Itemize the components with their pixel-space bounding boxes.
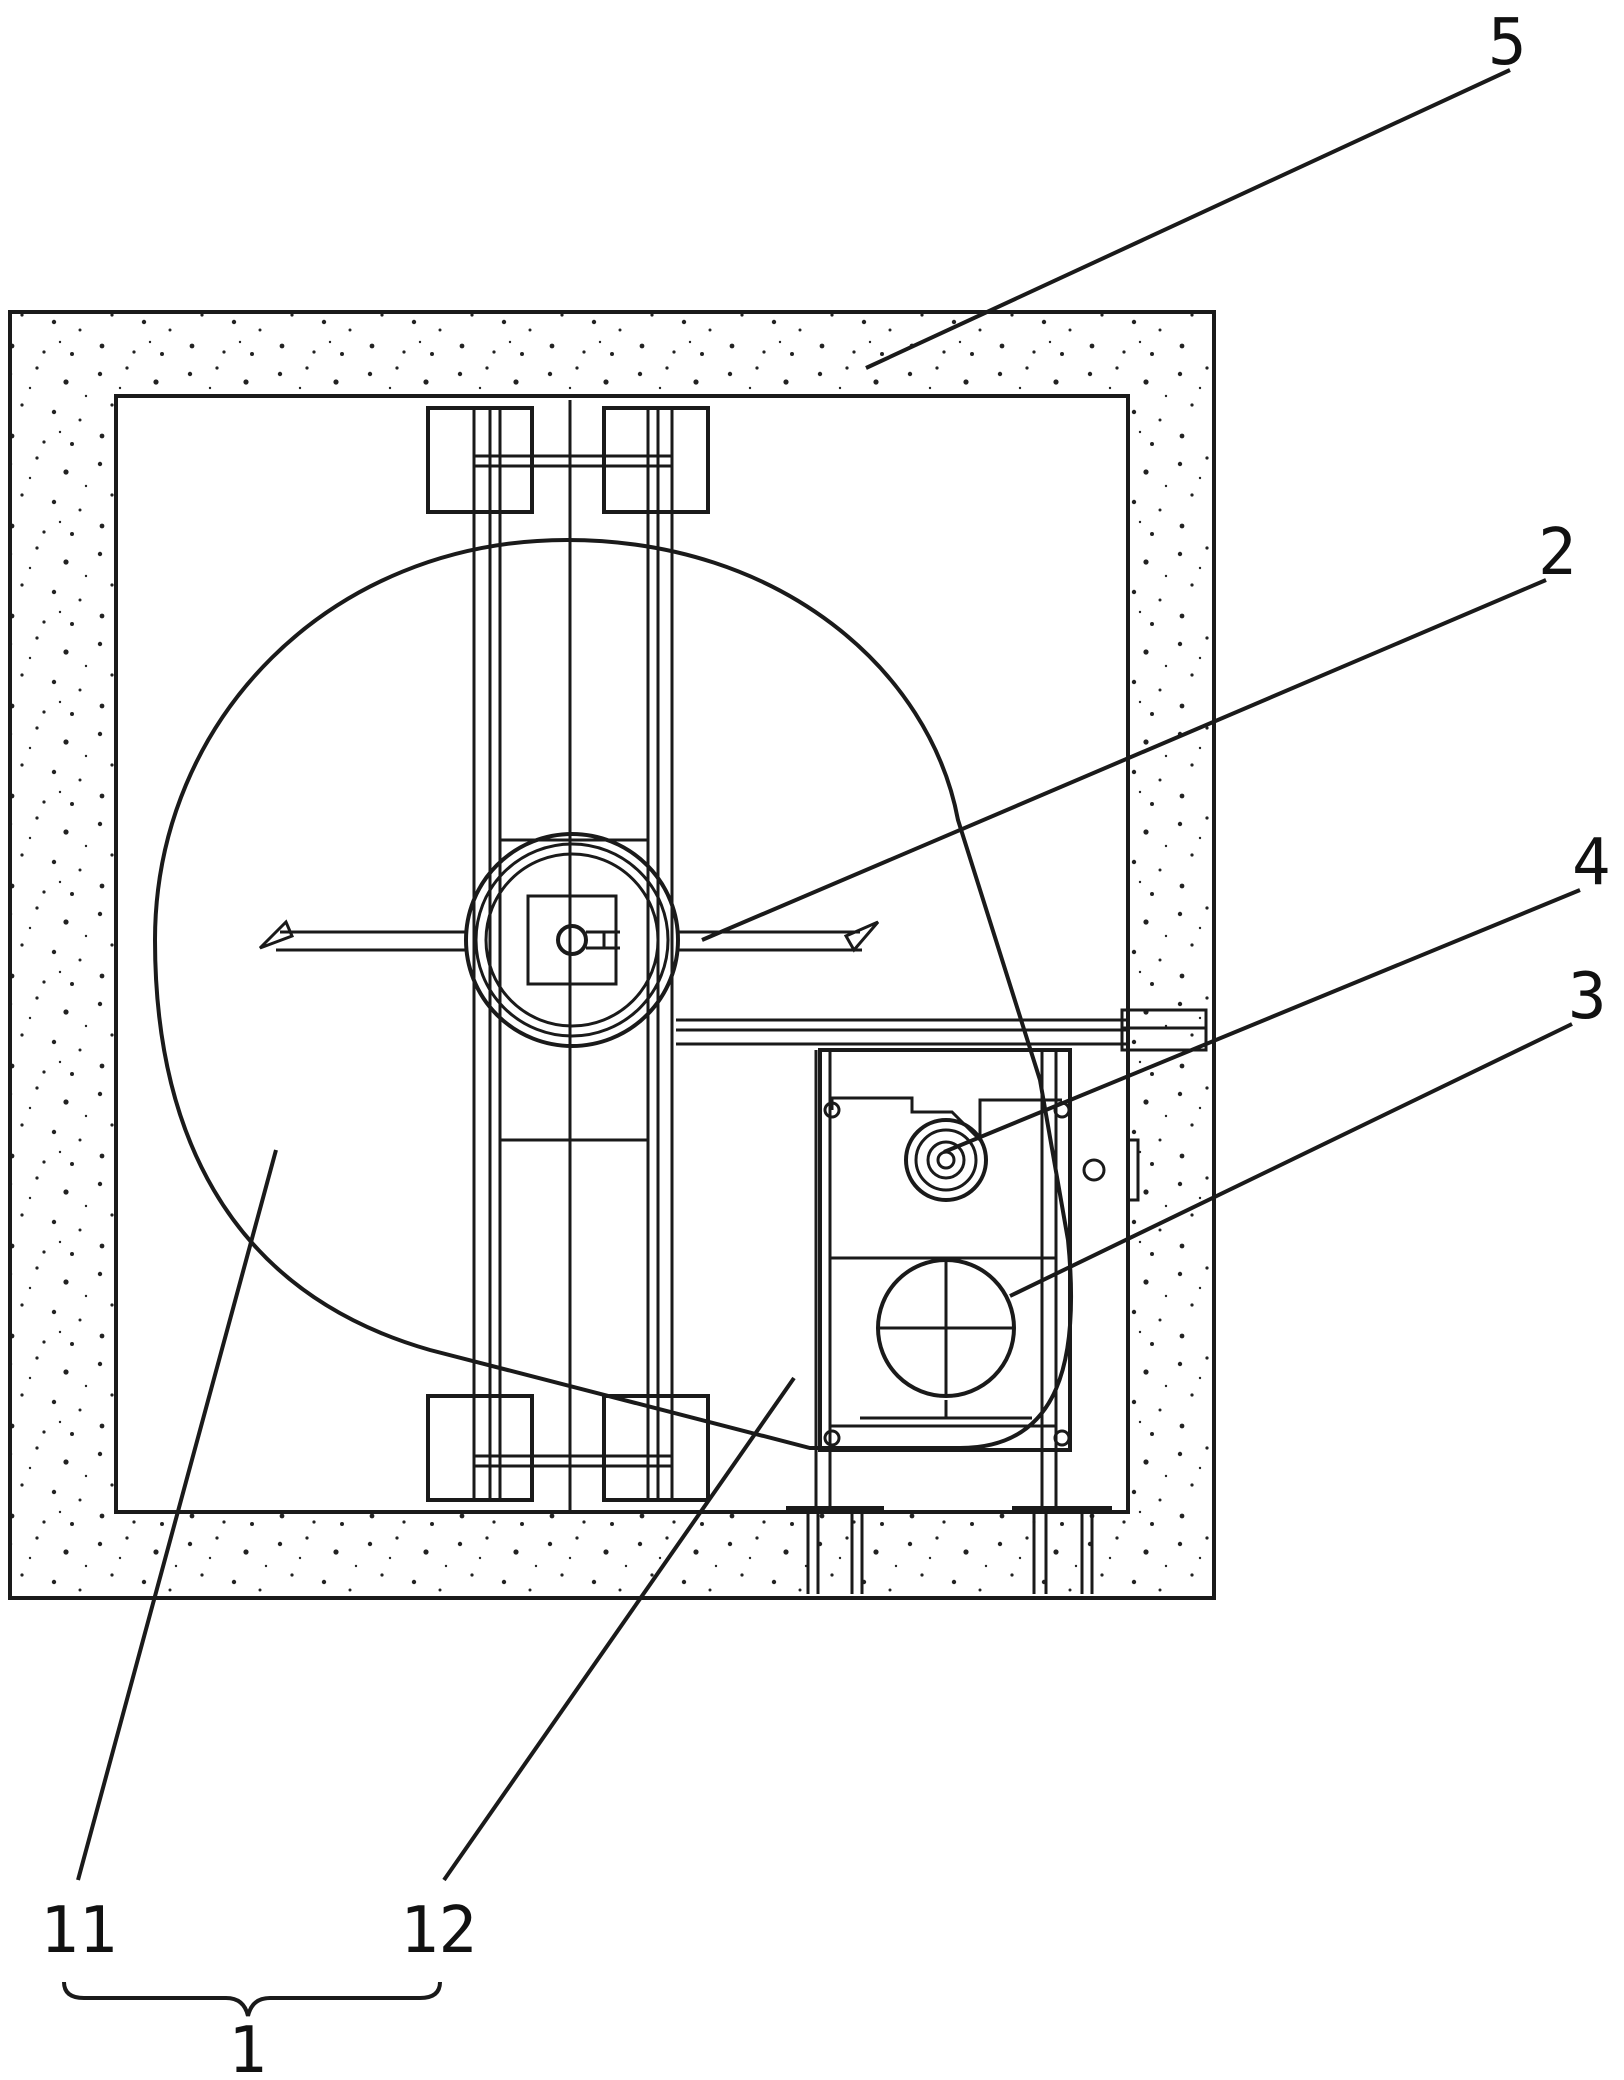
label-4: 4	[1572, 826, 1611, 900]
label-12: 12	[400, 1894, 477, 1968]
spiral-chute	[152, 537, 1074, 1450]
assembly-brace	[62, 1981, 442, 2017]
label-1: 1	[228, 2014, 267, 2080]
cross-beam	[676, 1008, 1208, 1052]
concrete-wall	[8, 310, 1216, 1600]
label-3: 3	[1568, 960, 1607, 1034]
label-5: 5	[1488, 6, 1527, 80]
rotating-drum	[464, 832, 680, 1048]
support-feet	[786, 1506, 1112, 1594]
discharge-opening	[860, 1258, 1032, 1420]
label-11: 11	[40, 1894, 117, 1968]
drive-box	[814, 1048, 1140, 1512]
horizontal-arm	[258, 919, 880, 953]
label-2: 2	[1538, 516, 1577, 590]
inner-pit-outline	[114, 394, 1130, 1514]
motor	[904, 1118, 988, 1202]
guide-shoes	[426, 406, 710, 1502]
rail-frame	[472, 400, 674, 1512]
leader-lines	[76, 68, 1581, 1882]
